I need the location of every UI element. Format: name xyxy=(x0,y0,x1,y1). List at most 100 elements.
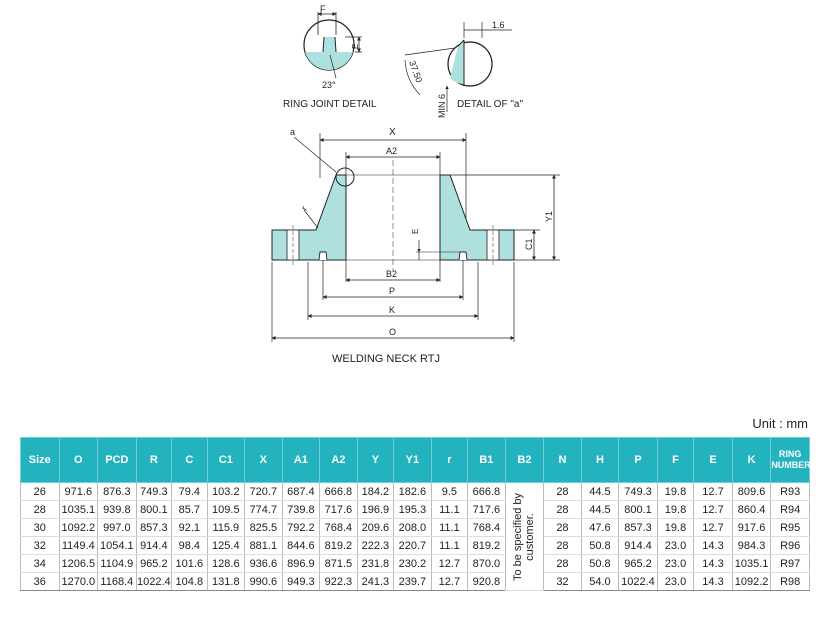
e-label: E xyxy=(411,229,420,234)
col-n-header: N xyxy=(543,437,582,483)
table-cell: 1092.2 xyxy=(731,572,772,591)
table-cell: 965.2 xyxy=(135,554,173,573)
table-cell: 749.3 xyxy=(135,482,173,501)
table-cell: 774.7 xyxy=(244,500,283,519)
spec-table: Size O PCD R C C1 X A1 A2 Y Y1 r B1 B2 N… xyxy=(20,437,811,591)
dim-1-6-label: 1.6 xyxy=(492,20,505,30)
b2-note-cell: To be specified by customer. xyxy=(504,482,545,591)
table-cell: 844.6 xyxy=(281,536,321,555)
table-cell: R93 xyxy=(770,482,810,501)
table-cell: R96 xyxy=(770,536,810,555)
table-cell: 230.2 xyxy=(393,554,432,573)
table-cell: 896.9 xyxy=(281,554,321,573)
table-cell: 825.5 xyxy=(244,518,283,537)
table-cell: 800.1 xyxy=(135,500,173,519)
table-cell: 936.6 xyxy=(244,554,283,573)
col-b1-header: B1 xyxy=(467,437,506,483)
col-r-small-header: r xyxy=(430,437,469,483)
col-c-header: C xyxy=(171,437,208,483)
table-cell: 54.0 xyxy=(580,572,620,591)
table-cell: 990.6 xyxy=(244,572,283,591)
table-cell: 857.3 xyxy=(135,518,173,537)
table-cell: 739.8 xyxy=(281,500,321,519)
table-cell: 50.8 xyxy=(580,536,620,555)
table-cell: 208.0 xyxy=(393,518,432,537)
table-cell: 1168.4 xyxy=(97,572,137,591)
table-cell: 1149.4 xyxy=(58,536,99,555)
col-a2-header: A2 xyxy=(319,437,358,483)
welding-neck-drawing: X A2 a r Y1 xyxy=(271,127,560,365)
table-cell: 50.8 xyxy=(580,554,620,573)
table-cell: 19.8 xyxy=(656,500,695,519)
table-cell: 44.5 xyxy=(580,500,620,519)
table-cell: 881.1 xyxy=(244,536,283,555)
table-cell: 876.3 xyxy=(97,482,137,501)
col-y1-header: Y1 xyxy=(393,437,432,483)
table-cell: 1022.4 xyxy=(618,572,658,591)
table-cell: 85.7 xyxy=(171,500,208,519)
table-cell: 920.8 xyxy=(467,572,506,591)
table-cell: 857.3 xyxy=(618,518,658,537)
detail-a: 1.6 37.50 MIN 6 DETAIL OF "a" xyxy=(404,20,523,118)
p-label: P xyxy=(389,286,395,296)
table-cell: 128.6 xyxy=(206,554,246,573)
table-cell: 239.7 xyxy=(393,572,432,591)
table-cell: 809.6 xyxy=(731,482,772,501)
table-cell: 101.6 xyxy=(171,554,208,573)
table-cell: 32 xyxy=(543,572,582,591)
table-cell: 939.8 xyxy=(97,500,137,519)
a-label: a xyxy=(290,127,295,137)
table-cell: 28 xyxy=(543,500,582,519)
table-cell: 28 xyxy=(543,482,582,501)
table-cell: 28 xyxy=(543,518,582,537)
table-cell: 103.2 xyxy=(206,482,246,501)
table-cell: 184.2 xyxy=(356,482,395,501)
table-cell: 11.1 xyxy=(430,500,469,519)
table-cell: 28 xyxy=(20,500,60,519)
table-cell: 195.3 xyxy=(393,500,432,519)
col-c1-header: C1 xyxy=(206,437,246,483)
ring-joint-detail-label: RING JOINT DETAIL xyxy=(283,99,377,110)
table-cell: 47.6 xyxy=(580,518,620,537)
table-cell: 768.4 xyxy=(319,518,358,537)
table-cell: 231.8 xyxy=(356,554,395,573)
table-cell: 914.4 xyxy=(135,536,173,555)
table-cell: 104.8 xyxy=(171,572,208,591)
table-cell: 125.4 xyxy=(206,536,246,555)
c1-label: C1 xyxy=(524,238,534,250)
table-cell: 717.6 xyxy=(467,500,506,519)
table-cell: 220.7 xyxy=(393,536,432,555)
table-cell: 1104.9 xyxy=(97,554,137,573)
table-cell: 949.3 xyxy=(281,572,321,591)
table-cell: 19.8 xyxy=(656,482,695,501)
table-cell: 23.0 xyxy=(656,572,695,591)
col-r-header: R xyxy=(135,437,173,483)
table-cell: 11.1 xyxy=(430,536,469,555)
table-cell: R94 xyxy=(770,500,810,519)
table-cell: 222.3 xyxy=(356,536,395,555)
col-ring-number-header: RING NUMBER xyxy=(770,437,811,483)
y1-label: Y1 xyxy=(544,211,554,222)
table-cell: 1035.1 xyxy=(58,500,99,519)
k-label: K xyxy=(389,305,395,315)
col-e-header: E xyxy=(693,437,733,483)
table-cell: 11.1 xyxy=(430,518,469,537)
table-cell: 36 xyxy=(20,572,60,591)
table-cell: 1035.1 xyxy=(731,554,772,573)
table-cell: 666.8 xyxy=(319,482,358,501)
table-cell: 109.5 xyxy=(206,500,246,519)
table-cell: 12.7 xyxy=(693,482,733,501)
x-label: X xyxy=(389,127,396,138)
angle-label: 23° xyxy=(322,80,336,90)
table-cell: 209.6 xyxy=(356,518,395,537)
table-cell: 819.2 xyxy=(319,536,358,555)
table-cell: 800.1 xyxy=(618,500,658,519)
col-b2-header: B2 xyxy=(504,437,545,483)
col-h-header: H xyxy=(580,437,620,483)
table-cell: 23.0 xyxy=(656,536,695,555)
table-cell: 14.3 xyxy=(693,572,733,591)
